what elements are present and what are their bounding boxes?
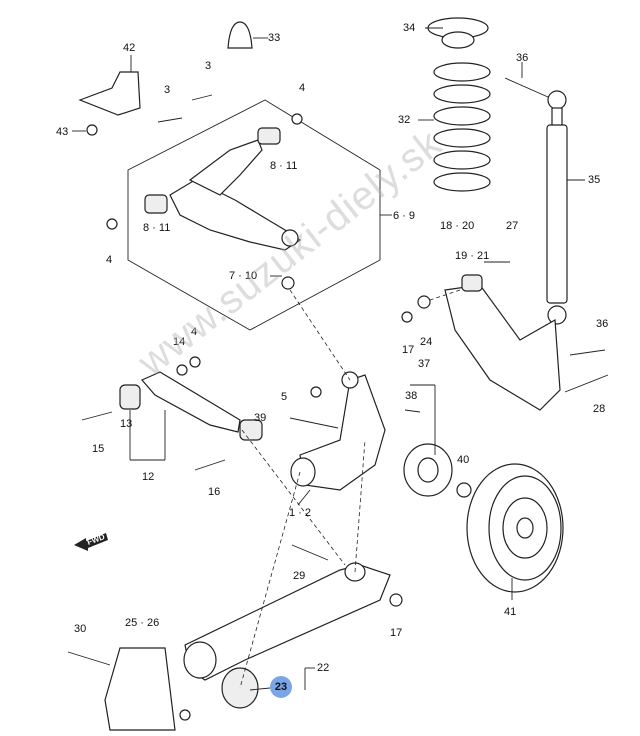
callout-12: 12: [142, 471, 155, 483]
callout-8-11a: 8 · 11: [270, 160, 298, 172]
bolt-3b: [191, 94, 213, 101]
nut-17b: [389, 593, 403, 607]
callout-35: 35: [588, 174, 601, 186]
callout-42: 42: [123, 42, 136, 54]
nut-43: [86, 124, 98, 136]
callout-7-10: 7 · 10: [229, 270, 258, 282]
callout-1-2: 1 · 2: [289, 507, 312, 519]
callout-28: 28: [593, 403, 606, 415]
bushing-13: [119, 384, 141, 410]
coil-spring: [433, 62, 491, 192]
knuckle-bushing: [290, 457, 316, 487]
upper-arm-front: [188, 139, 263, 196]
callout-14: 14: [173, 336, 186, 348]
callout-25-26: 25 · 26: [125, 617, 160, 629]
callout-13: 13: [120, 418, 133, 430]
callout-41: 41: [504, 606, 517, 618]
callout-38: 38: [405, 390, 418, 402]
callout-5: 5: [281, 391, 288, 403]
callout-33: 33: [268, 32, 281, 44]
bracket-25-26: [104, 647, 176, 731]
bolt-28: [564, 374, 609, 393]
callout-29: 29: [293, 570, 306, 582]
bolt-3a: [157, 117, 183, 123]
callout-43: 43: [56, 126, 69, 138]
bolt-38: [404, 409, 421, 413]
callout-16: 16: [208, 486, 221, 498]
callout-36a: 36: [516, 52, 529, 64]
nut-bracket: [179, 709, 191, 721]
bolt-39: [289, 417, 339, 429]
callout-30: 30: [74, 623, 87, 635]
callout-4a: 4: [299, 82, 306, 94]
knuckle: [299, 374, 386, 491]
nut-4c: [189, 356, 201, 368]
bushing-12: [239, 419, 263, 441]
callout-8-11b: 8 · 11: [143, 222, 171, 234]
callout-23-highlighted[interactable]: 23: [270, 676, 292, 698]
upper-arm-box: [127, 99, 381, 331]
bolt-36b: [569, 349, 606, 356]
spring-seat-lower: [441, 31, 475, 49]
bushing-8-11a: [144, 194, 168, 214]
callout-37: 37: [418, 358, 431, 370]
lower-arm-bushing-front: [183, 641, 217, 679]
callout-27: 27: [506, 220, 519, 232]
nut-7-10: [281, 276, 295, 290]
callout-34: 34: [403, 22, 416, 34]
brake-drum: [466, 463, 564, 593]
callout-3a: 3: [164, 84, 171, 96]
callout-15: 15: [92, 443, 105, 455]
callout-22: 22: [317, 662, 330, 674]
washer-24: [417, 295, 431, 309]
fwd-arrow: [74, 533, 108, 551]
bushing-18-20: [461, 274, 483, 292]
trailing-arm: [444, 284, 561, 411]
bolt-16: [194, 459, 226, 471]
nut-40: [456, 482, 472, 498]
callout-3b: 3: [205, 60, 212, 72]
callout-6-9: 6 · 9: [393, 210, 416, 222]
callout-40: 40: [457, 454, 470, 466]
callout-36b: 36: [596, 318, 609, 330]
callout-32: 32: [398, 114, 411, 126]
bolt-30: [67, 651, 111, 666]
callout-4c: 4: [191, 326, 198, 338]
callout-4b: 4: [106, 254, 113, 266]
bump-stopper: [227, 21, 253, 49]
callout-18-20: 18 · 20: [440, 220, 475, 232]
shock-absorber: [546, 90, 568, 325]
nut-17a: [401, 311, 413, 323]
bolt-15: [81, 411, 113, 421]
bracket-42: [78, 71, 141, 116]
callout-19-21: 19 · 21: [455, 250, 490, 262]
lateral-link: [141, 371, 241, 433]
nut-14: [176, 364, 188, 376]
nut-5: [310, 386, 322, 398]
callout-24: 24: [420, 336, 433, 348]
bolt-29: [291, 544, 329, 561]
nut-4b: [106, 218, 118, 230]
callout-39: 39: [254, 412, 267, 424]
ball-joint: [281, 229, 299, 247]
nut-4a: [291, 113, 303, 125]
callout-17b: 17: [390, 627, 403, 639]
callout-17a: 17: [402, 344, 415, 356]
bushing-8-11b: [257, 127, 281, 145]
